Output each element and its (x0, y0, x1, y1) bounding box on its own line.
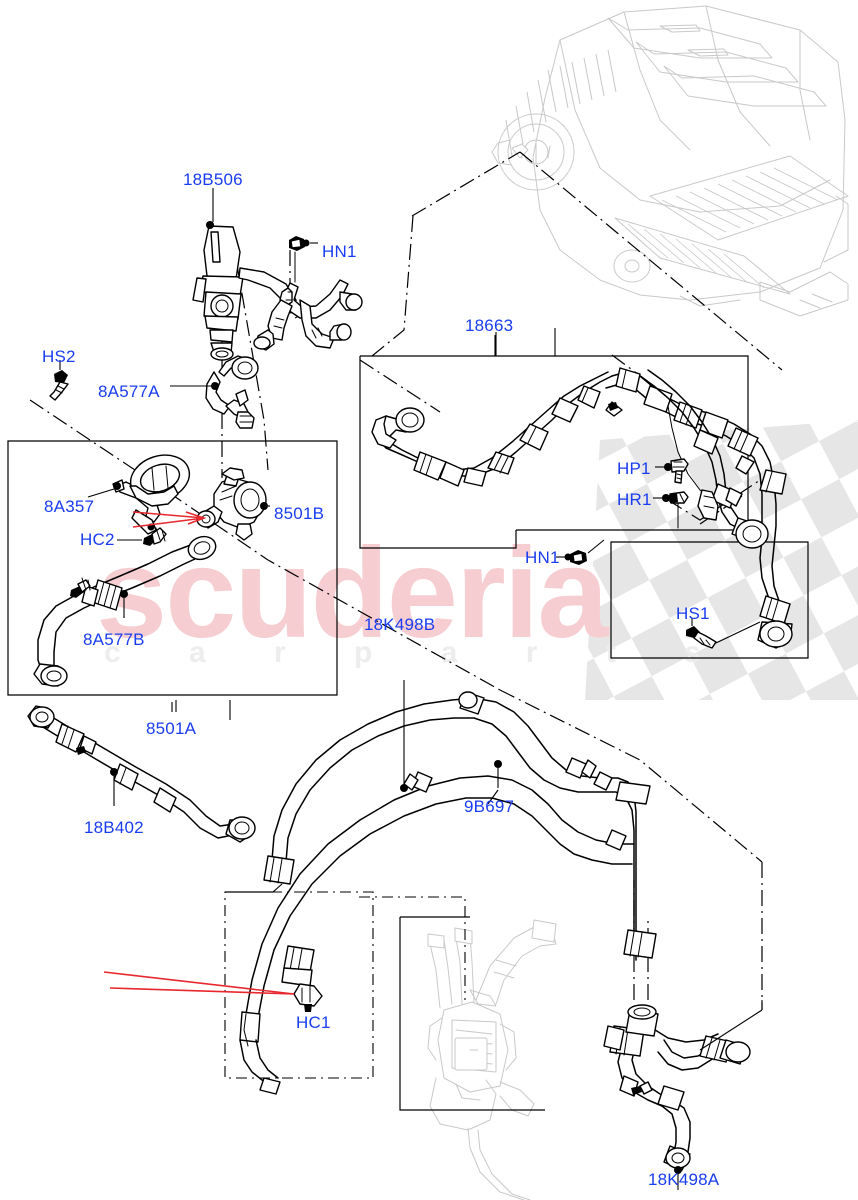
part-18k498b-hose (239, 680, 657, 1095)
callout-8a577b: 8A577B (83, 630, 145, 649)
part-hc1-clip (103, 971, 323, 1012)
group-box-hc1 (224, 891, 374, 1079)
callout-8501a: 8501A (146, 719, 197, 738)
part-grommet-ring (129, 454, 191, 507)
callout-hs2: HS2 (42, 347, 76, 366)
callout-18663: 18663 (465, 316, 514, 335)
group-box-heater-module (359, 896, 545, 1111)
callout-18b506: 18B506 (183, 170, 243, 189)
part-18663-hose-assembly (371, 367, 793, 649)
callout-8501b: 8501B (274, 504, 325, 523)
callout-hc1: HC1 (296, 1013, 331, 1032)
leader-misc (123, 188, 556, 893)
group-box-8501a (7, 440, 338, 696)
part-18b506-pump (192, 221, 297, 361)
part-hr1-clip (653, 491, 689, 529)
group-box-18663 (359, 355, 749, 549)
part-heater-pipe-assembly-top (253, 279, 363, 351)
assembly-chain-lines (29, 151, 783, 1010)
part-8501b-pump (132, 467, 270, 541)
callout-hn1-mid: HN1 (525, 548, 560, 567)
callout-hr1: HR1 (617, 490, 652, 509)
part-hn1-top (289, 236, 318, 283)
part-18b402-hose (27, 705, 256, 843)
part-8a577b-hose (33, 535, 217, 687)
callout-18b402: 18B402 (84, 818, 144, 837)
hvac-unit-ghost (491, 5, 849, 317)
part-hs1-screw (686, 618, 761, 649)
callout-18k498a: 18K498A (648, 1170, 720, 1189)
callout-hn1-top: HN1 (322, 242, 357, 261)
part-18k498a-hose (603, 1000, 763, 1190)
callout-leader-ticks (175, 332, 499, 805)
part-8a577a-hose (170, 355, 259, 429)
callout-8a577a: 8A577A (98, 382, 160, 401)
callout-hs1: HS1 (676, 604, 710, 623)
callout-18k498b: 18K498B (364, 615, 436, 634)
part-hp1-bolt (655, 458, 689, 484)
part-hn1-mid (556, 539, 605, 565)
callout-hp1: HP1 (617, 459, 651, 478)
callout-9b697: 9B697 (464, 797, 515, 816)
callout-8a357: 8A357 (44, 497, 95, 516)
coolant-heater-module-ghost (427, 919, 557, 1200)
part-hc2-clip (117, 527, 167, 546)
callout-hc2: HC2 (80, 530, 115, 549)
part-hs2-screw (49, 360, 69, 401)
